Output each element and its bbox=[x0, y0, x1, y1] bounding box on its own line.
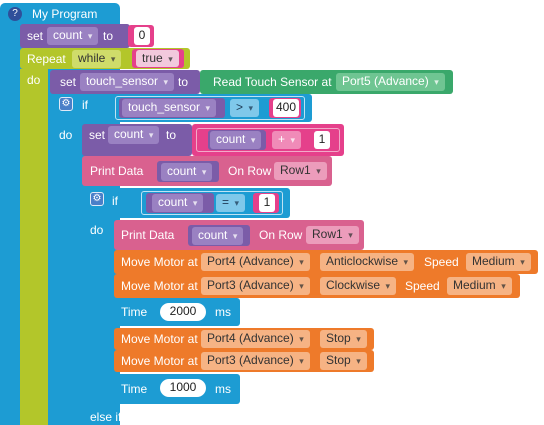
motor3-port-dropdown[interactable]: Port4 (Advance) bbox=[201, 330, 310, 348]
read-touch-port-dropdown[interactable]: Port5 (Advance) bbox=[336, 73, 445, 91]
motor1-speed-dropdown[interactable]: Medium bbox=[466, 253, 531, 271]
count-plus-one-inner bbox=[196, 128, 340, 152]
print1-label: Print Data bbox=[90, 164, 144, 178]
else-if-slot[interactable] bbox=[129, 410, 137, 425]
set-count2-to-label: to bbox=[166, 128, 177, 142]
read-touch-sensor-label: Read Touch Sensor at bbox=[213, 75, 332, 89]
set-count-to-label: to bbox=[103, 29, 114, 43]
if-touch-spine bbox=[50, 122, 80, 425]
time1-label: Time bbox=[121, 305, 148, 319]
motor4-label: Move Motor at bbox=[121, 354, 198, 368]
print1-row-label: On Row bbox=[228, 164, 272, 178]
if-count-spine bbox=[82, 218, 112, 425]
program-title: My Program bbox=[32, 7, 98, 21]
if-touch-gear-icon[interactable]: ⚙ bbox=[59, 97, 73, 111]
set-touch-to-label: to bbox=[178, 75, 189, 89]
motor1-port-dropdown[interactable]: Port4 (Advance) bbox=[201, 253, 310, 271]
if-touch-op-dropdown[interactable]: > bbox=[230, 99, 260, 117]
if-count-value-input[interactable]: 1 bbox=[259, 194, 275, 212]
set-touch-var-dropdown[interactable]: touch_sensor bbox=[80, 73, 175, 91]
if-touch-value-input[interactable]: 400 bbox=[273, 99, 299, 117]
print2-row-label: On Row bbox=[259, 228, 303, 242]
print2-row-dropdown[interactable]: Row1 bbox=[306, 226, 359, 244]
repeat-label: Repeat bbox=[27, 52, 66, 66]
time1-value-input[interactable]: 2000 bbox=[160, 303, 206, 321]
set-count2-set-label: set bbox=[89, 128, 106, 142]
if-count-var-dropdown[interactable]: count bbox=[152, 194, 204, 212]
repeat-condition-dropdown[interactable]: true bbox=[136, 50, 179, 67]
set-count-var-dropdown[interactable]: count bbox=[47, 27, 99, 45]
motor1-direction-dropdown[interactable]: Anticlockwise bbox=[320, 253, 415, 271]
help-icon[interactable]: ? bbox=[8, 7, 22, 21]
time2-label: Time bbox=[121, 382, 148, 396]
count-plus-value-input[interactable]: 1 bbox=[314, 131, 330, 149]
time2-unit-label: ms bbox=[215, 382, 231, 396]
motor3-label: Move Motor at bbox=[121, 332, 198, 346]
print2-var-dropdown[interactable]: count bbox=[192, 227, 244, 245]
if-touch-do-label: do bbox=[59, 128, 73, 142]
time2-value-input[interactable]: 1000 bbox=[160, 379, 206, 397]
motor2-speed-label: Speed bbox=[405, 279, 440, 293]
motor4-port-dropdown[interactable]: Port3 (Advance) bbox=[201, 352, 310, 370]
repeat-do-label: do bbox=[27, 73, 41, 87]
if-touch-if-label: if bbox=[82, 98, 88, 112]
print2-label: Print Data bbox=[121, 228, 175, 242]
set-count-value-input[interactable]: 0 bbox=[134, 27, 150, 45]
count-plus-var-dropdown[interactable]: count bbox=[210, 131, 262, 149]
count-plus-op-dropdown[interactable]: + bbox=[272, 131, 302, 149]
if-touch-var-dropdown[interactable]: touch_sensor bbox=[122, 99, 217, 117]
motor2-speed-dropdown[interactable]: Medium bbox=[447, 277, 512, 295]
set-count2-var-dropdown[interactable]: count bbox=[108, 126, 160, 144]
motor2-label: Move Motor at bbox=[121, 279, 198, 293]
motor3-action-dropdown[interactable]: Stop bbox=[320, 330, 367, 348]
repeat-mode-dropdown[interactable]: while bbox=[72, 50, 122, 68]
if-count-op-dropdown[interactable]: = bbox=[216, 194, 246, 212]
print1-row-dropdown[interactable]: Row1 bbox=[274, 162, 327, 180]
set-count-set-label: set bbox=[27, 29, 44, 43]
else-if-label: else if bbox=[90, 410, 122, 424]
motor2-direction-dropdown[interactable]: Clockwise bbox=[320, 277, 397, 295]
set-touch-set-label: set bbox=[60, 75, 77, 89]
if-count-if-label: if bbox=[112, 194, 118, 208]
motor4-action-dropdown[interactable]: Stop bbox=[320, 352, 367, 370]
motor1-label: Move Motor at bbox=[121, 255, 198, 269]
if-count-gear-icon[interactable]: ⚙ bbox=[90, 192, 104, 206]
time1-unit-label: ms bbox=[215, 305, 231, 319]
print1-var-dropdown[interactable]: count bbox=[161, 163, 213, 181]
motor2-port-dropdown[interactable]: Port3 (Advance) bbox=[201, 277, 310, 295]
motor1-speed-label: Speed bbox=[424, 255, 459, 269]
if-count-do-label: do bbox=[90, 223, 104, 237]
repeat-while-spine bbox=[20, 69, 48, 425]
